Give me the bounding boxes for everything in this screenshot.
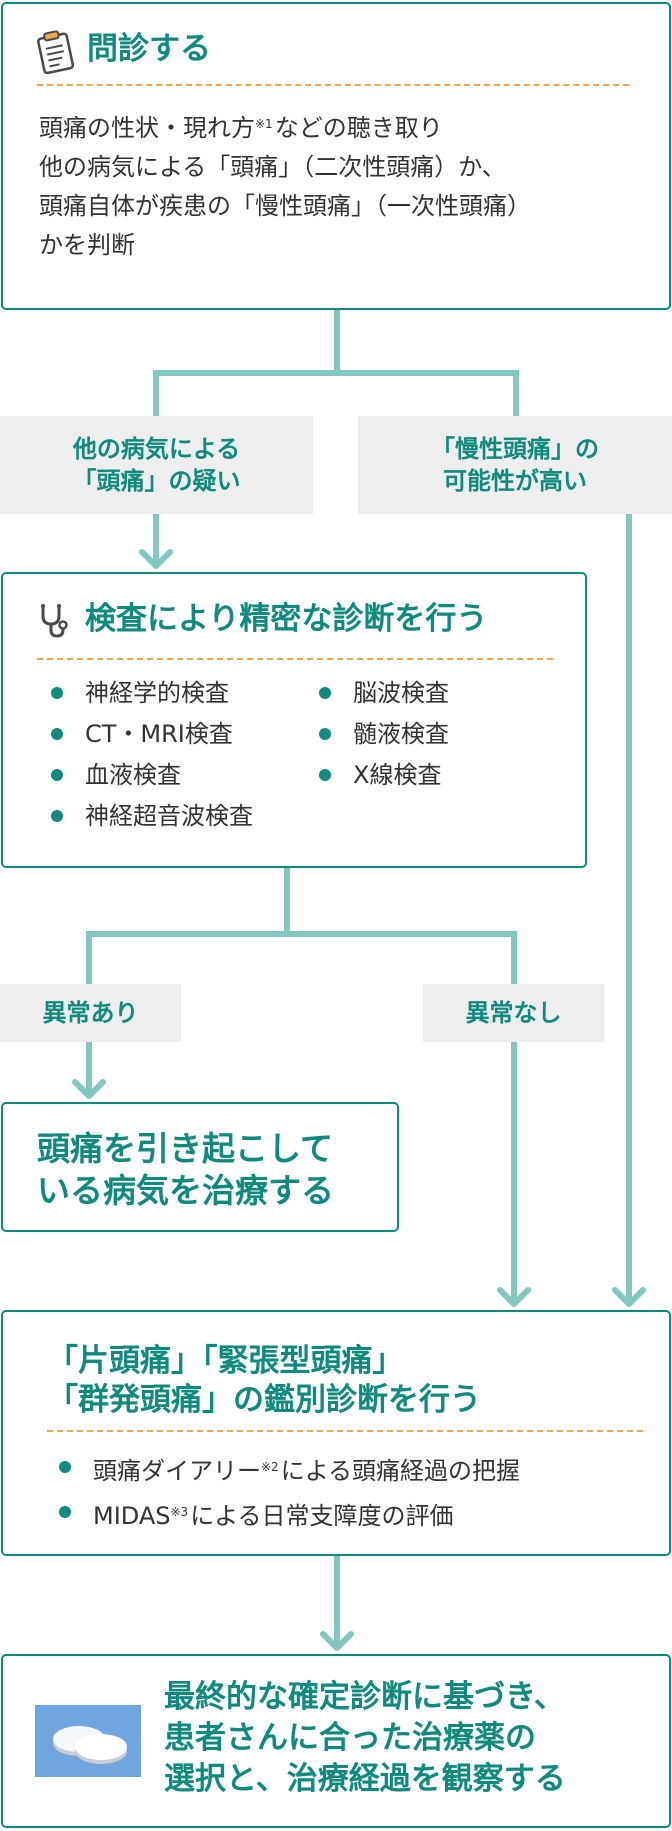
list-item: 神経学的検査 bbox=[47, 673, 253, 714]
arrow-head bbox=[612, 1287, 646, 1307]
list-item: X線検査 bbox=[315, 755, 449, 796]
clipboard-icon bbox=[37, 30, 75, 78]
step-differential-title: 「片頭痛」「緊張型頭痛」 「群発頭痛」の鑑別診断を行う bbox=[47, 1343, 481, 1418]
list-item: 脳波検査 bbox=[315, 673, 449, 714]
step-interview-title: 問診する bbox=[87, 31, 211, 67]
divider bbox=[37, 658, 553, 660]
step-interview-box: 問診する 頭痛の性状・現れ方※1などの聴き取り 他の病気による「頭痛」（二次性頭… bbox=[1, 2, 671, 310]
step-final-box: 最終的な確定診断に基づき、 患者さんに合った治療薬の 選択と、治療経過を観察する bbox=[1, 1654, 671, 1828]
list-item: CT・MRI検査 bbox=[47, 714, 253, 755]
branch-label-chronic: 「慢性頭痛」の可能性が高い bbox=[358, 416, 672, 514]
list-item: 神経超音波検査 bbox=[47, 796, 253, 837]
divider bbox=[37, 84, 629, 86]
arrow-head bbox=[320, 1631, 354, 1651]
branch-label-secondary: 他の病気による「頭痛」の疑い bbox=[0, 416, 313, 514]
step-examination-box: 検査により精密な診断を行う 神経学的検査 CT・MRI検査 血液検査 神経超音波… bbox=[1, 572, 587, 868]
list-item: MIDAS※3による日常支障度の評価 bbox=[55, 1492, 520, 1537]
step-interview-body: 頭痛の性状・現れ方※1などの聴き取り 他の病気による「頭痛」（二次性頭痛）か、 … bbox=[39, 114, 531, 259]
step-treat-cause-text: 頭痛を引き起こして いる病気を治療する bbox=[37, 1129, 334, 1210]
branch-label-abnormal: 異常あり bbox=[0, 984, 181, 1042]
branch-label-normal: 異常なし bbox=[423, 984, 604, 1042]
list-item: 髄液検査 bbox=[315, 714, 449, 755]
list-item: 頭痛ダイアリー※2による頭痛経過の把握 bbox=[55, 1447, 520, 1492]
exam-list-left: 神経学的検査 CT・MRI検査 血液検査 神経超音波検査 bbox=[47, 673, 253, 837]
arrow-head bbox=[497, 1287, 531, 1307]
arrow-head bbox=[139, 549, 173, 569]
step-differential-box: 「片頭痛」「緊張型頭痛」 「群発頭痛」の鑑別診断を行う 頭痛ダイアリー※2による… bbox=[1, 1310, 671, 1556]
step-examination-title: 検査により精密な診断を行う bbox=[85, 601, 488, 637]
stethoscope-icon bbox=[37, 602, 73, 644]
pill-icon bbox=[35, 1705, 141, 1781]
exam-list-right: 脳波検査 髄液検査 X線検査 bbox=[315, 673, 449, 796]
list-item: 血液検査 bbox=[47, 755, 253, 796]
step-treat-cause-box: 頭痛を引き起こして いる病気を治療する bbox=[1, 1102, 399, 1232]
divider bbox=[47, 1430, 643, 1432]
step-final-text: 最終的な確定診断に基づき、 患者さんに合った治療薬の 選択と、治療経過を観察する bbox=[164, 1679, 566, 1797]
differential-list: 頭痛ダイアリー※2による頭痛経過の把握 MIDAS※3による日常支障度の評価 bbox=[55, 1447, 520, 1537]
arrow-head bbox=[72, 1079, 106, 1099]
